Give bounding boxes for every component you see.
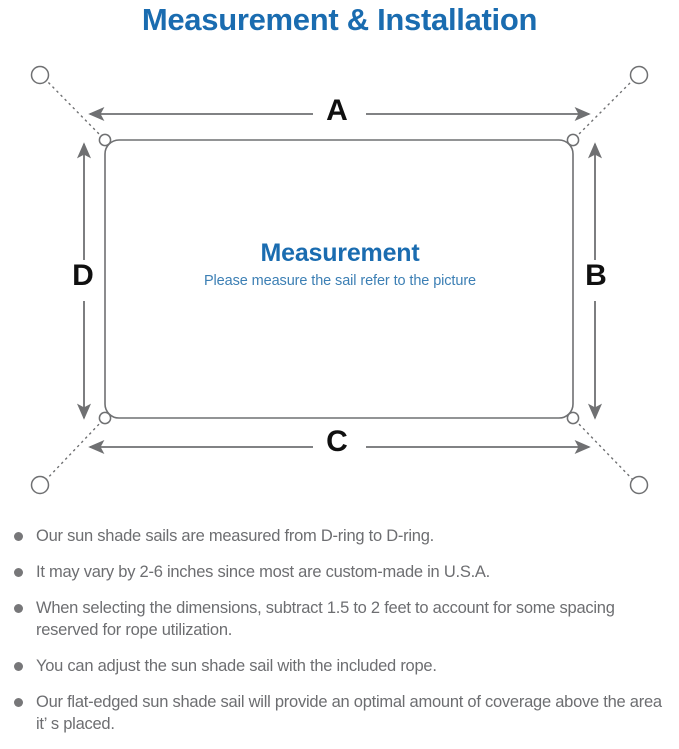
list-item: Our flat-edged sun shade sail will provi…: [8, 691, 676, 735]
list-item: Our sun shade sails are measured from D-…: [8, 525, 676, 547]
rope-top-right: [574, 75, 638, 139]
anchor-ring-bottom-right: [629, 475, 649, 495]
bullet-icon: [14, 604, 23, 613]
bullet-icon: [14, 662, 23, 671]
list-item-text: When selecting the dimensions, subtract …: [36, 599, 615, 639]
list-item: You can adjust the sun shade sail with t…: [8, 655, 676, 677]
d-ring-top-right: [566, 133, 580, 147]
dimension-label-b: B: [585, 259, 607, 292]
list-item: When selecting the dimensions, subtract …: [8, 597, 676, 641]
anchor-ring-top-right: [629, 65, 649, 85]
anchor-ring-top-left: [30, 65, 50, 85]
anchor-ring-bottom-left: [30, 475, 50, 495]
sail-body: [104, 139, 574, 419]
dimension-label-c: C: [326, 425, 348, 458]
measurement-diagram: A C D B: [0, 48, 679, 518]
rope-bottom-right: [574, 419, 638, 485]
page-title: Measurement & Installation: [141, 2, 538, 37]
rope-top-left: [41, 75, 104, 139]
bullet-icon: [14, 568, 23, 577]
bullet-icon: [14, 698, 23, 707]
measurement-subtext: Please measure the sail refer to the pic…: [203, 273, 477, 289]
diagram-center-text: Measurement Please measure the sail refe…: [95, 238, 585, 291]
list-item-text: Our flat-edged sun shade sail will provi…: [36, 693, 662, 733]
notes-list: Our sun shade sails are measured from D-…: [8, 525, 676, 749]
list-item-text: It may vary by 2-6 inches since most are…: [36, 563, 491, 581]
d-ring-bottom-right: [566, 411, 580, 425]
dimension-label-a: A: [326, 94, 348, 127]
list-item-text: Our sun shade sails are measured from D-…: [36, 527, 434, 545]
measurement-heading: Measurement: [260, 239, 420, 267]
d-ring-top-left: [98, 133, 112, 147]
list-item-text: You can adjust the sun shade sail with t…: [36, 657, 437, 675]
d-ring-bottom-left: [98, 411, 112, 425]
diagram-svg: [30, 65, 649, 495]
rope-bottom-left: [41, 419, 104, 485]
dimension-label-d: D: [72, 259, 94, 292]
list-item: It may vary by 2-6 inches since most are…: [8, 561, 676, 583]
bullet-icon: [14, 532, 23, 541]
